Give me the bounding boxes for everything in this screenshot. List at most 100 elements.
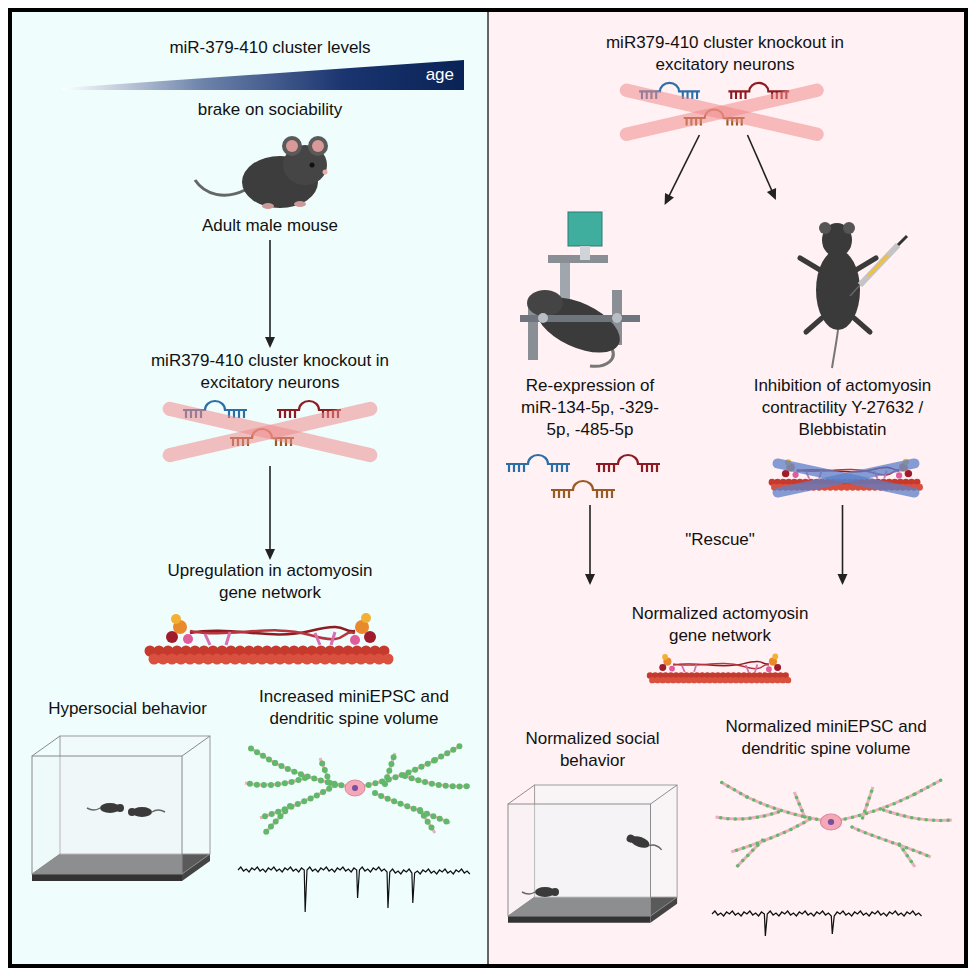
rat-body <box>528 286 628 364</box>
node-label: miR379-410 cluster knockout in excitator… <box>600 32 850 76</box>
mouse-tail <box>195 180 245 195</box>
mouse-body <box>816 250 860 330</box>
ear-bar <box>520 315 640 322</box>
normalized-physiology-group: Normalized miniEPSC and dendritic spine … <box>692 716 960 944</box>
node-label: Re-expression of miR-134-5p, -329-5p, -4… <box>515 375 665 441</box>
dendrite-shafts <box>716 780 952 867</box>
arrow-head <box>665 193 674 205</box>
outer-border <box>10 10 966 966</box>
reexpression-group: Re-expression of miR-134-5p, -329-5p, -4… <box>500 205 680 505</box>
cell-body <box>345 780 365 796</box>
node-label: Increased miniEPSC and dendritic spine v… <box>247 686 462 730</box>
arrow-line <box>747 135 772 192</box>
small-mouse <box>87 803 124 813</box>
connector <box>838 505 848 585</box>
mirna-knockout <box>618 82 825 142</box>
cell-body <box>821 814 842 830</box>
right-panel <box>488 12 964 964</box>
arrow-line <box>669 135 700 197</box>
annotation: brake on sociability <box>120 99 420 121</box>
age-gradient-wedge: age <box>62 60 464 90</box>
injected-mouse <box>800 222 876 368</box>
mouse-foot <box>294 201 306 207</box>
connector <box>585 505 595 585</box>
frame-knob <box>538 313 548 323</box>
mirna-blue <box>506 455 570 472</box>
mouse-eye <box>310 163 315 168</box>
nucleus <box>352 785 358 791</box>
mouse-tail <box>832 330 838 368</box>
knockout-group: miR379-410 cluster knockout in excitator… <box>580 32 870 135</box>
frame-bar <box>548 255 608 263</box>
nucleus <box>828 819 834 825</box>
node-label: Hypersocial behavior <box>25 698 230 720</box>
adult-mouse <box>195 136 328 209</box>
wedge-label: age <box>394 64 454 86</box>
dendritic-spines <box>716 780 952 867</box>
node-label: miR379-410 cluster knockout in excitator… <box>145 350 395 394</box>
mirna-red <box>596 455 660 472</box>
inhibition-bar <box>772 458 921 499</box>
arrow-line <box>269 466 271 551</box>
dendritic-spines <box>245 746 470 833</box>
mouse-ear <box>308 136 328 156</box>
mouse-nose <box>323 170 328 175</box>
small-mouse <box>522 887 559 897</box>
mouse-ear-inner <box>312 140 324 152</box>
normalized-behavior-group: Normalized social behavior <box>500 728 685 943</box>
injector-unit <box>568 212 602 246</box>
syringe-barrel <box>860 245 898 285</box>
arrow-head <box>767 188 776 200</box>
actomyosin-up <box>150 613 390 659</box>
social-arena <box>508 785 677 923</box>
node-label: Normalized actomyosin gene network <box>620 603 820 647</box>
frame-knob <box>612 313 622 323</box>
arrow-line <box>269 240 271 339</box>
behavior-group: Hypersocial behavior <box>25 698 230 893</box>
node-label: Upregulation in actomyosin gene network <box>155 560 385 604</box>
physiology-group: Increased miniEPSC and dendritic spine v… <box>232 686 476 904</box>
arrow-head <box>838 574 848 585</box>
small-mouse <box>128 807 165 817</box>
syringe-liquid <box>868 255 888 276</box>
knockout-group: miR379-410 cluster knockout in excitator… <box>120 348 420 466</box>
connector <box>265 240 275 348</box>
neuron <box>245 746 470 833</box>
inhibition-group: Inhibition of actomyosin contractility Y… <box>745 200 940 505</box>
arrow-head <box>585 574 595 585</box>
connector <box>665 135 700 205</box>
mouse-ear <box>282 136 302 156</box>
rat <box>527 286 628 366</box>
node-label: Normalized social behavior <box>518 728 668 772</box>
actomyosin-normal <box>650 653 789 680</box>
syringe <box>850 236 907 296</box>
mouse-ear <box>819 222 831 234</box>
inhibition-bar <box>772 458 921 499</box>
stereotaxic-ear-bar <box>520 313 640 323</box>
epsc-trace <box>238 867 470 912</box>
wedge-shape <box>62 60 464 90</box>
node-label: Inhibition of actomyosin contractility Y… <box>748 375 938 441</box>
neuron <box>716 780 952 867</box>
arrow-head <box>265 549 275 560</box>
mouse-ear-inner <box>286 140 298 152</box>
injector-holder <box>580 246 590 260</box>
arrow-line <box>589 505 591 576</box>
small-mouse <box>625 833 663 855</box>
node-label: Normalized miniEPSC and dendritic spine … <box>719 716 934 760</box>
axis-title: miR-379-410 cluster levels <box>120 37 420 59</box>
normalized-network-group: Normalized actomyosin gene network <box>560 585 880 695</box>
mirna-brown <box>551 481 615 498</box>
annotation: "Rescue" <box>660 529 780 551</box>
mirna-knockout <box>161 400 379 463</box>
social-arena <box>32 736 210 881</box>
mouse-foot <box>262 203 274 209</box>
dendrite-shafts <box>245 746 470 833</box>
syringe-needle <box>850 285 860 296</box>
arrow-head <box>265 337 275 348</box>
wedge-fill <box>62 60 464 90</box>
mouse-group: Adult male mouse <box>190 135 350 240</box>
mouse-ear <box>843 222 855 234</box>
